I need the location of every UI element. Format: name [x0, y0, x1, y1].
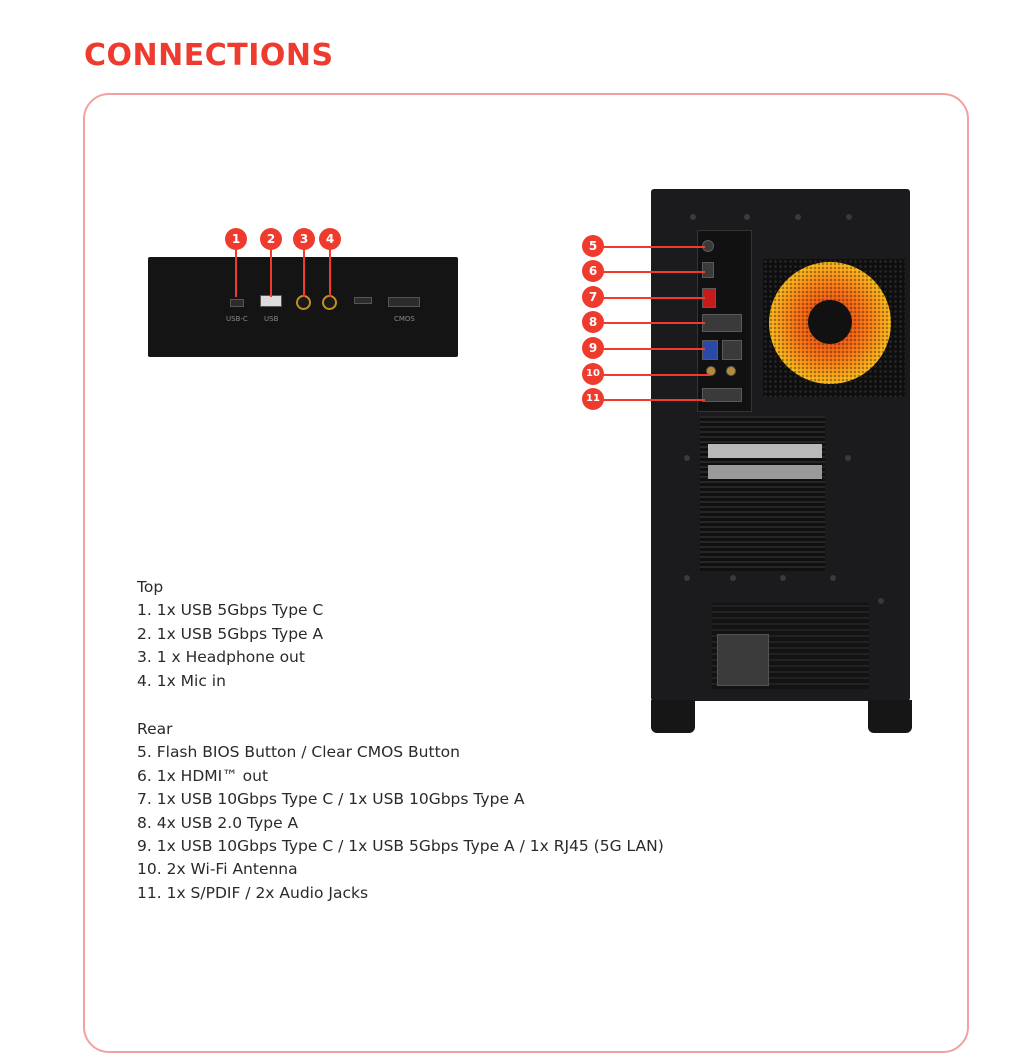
callout-badge-9: 9 [582, 337, 604, 359]
usb-lan-ports [702, 340, 718, 360]
screw [845, 455, 851, 461]
screw [684, 575, 690, 581]
port-label: USB [264, 315, 279, 323]
list-item: 8. 4x USB 2.0 Type A [137, 813, 299, 832]
callout-badge-1: 1 [225, 228, 247, 250]
list-item: 10. 2x Wi-Fi Antenna [137, 860, 298, 879]
callout-badge-11: 11 [582, 388, 604, 410]
callout-leader [595, 348, 705, 350]
page-title: CONNECTIONS [84, 38, 334, 73]
fan-hub [808, 300, 852, 344]
expansion-card [708, 444, 822, 458]
screw [846, 214, 852, 220]
list-item: 11. 1x S/PDIF / 2x Audio Jacks [137, 883, 369, 902]
tower-foot [868, 700, 912, 733]
screw [690, 214, 696, 220]
usb2-ports [702, 314, 742, 332]
wifi-antenna-connectors [706, 366, 716, 376]
callout-leader [595, 271, 705, 273]
wifi-antenna-connectors [726, 366, 736, 376]
port-label: USB-C [226, 315, 248, 323]
screw [830, 575, 836, 581]
callout-badge-10: 10 [582, 363, 604, 385]
screw [780, 575, 786, 581]
callout-badge-2: 2 [260, 228, 282, 250]
screw [795, 214, 801, 220]
list-item: 3. 1 x Headphone out [137, 648, 305, 667]
rj45-port [722, 340, 742, 360]
tower-foot [651, 700, 695, 733]
power-button [354, 297, 372, 304]
callout-leader [235, 249, 237, 297]
callout-badge-4: 4 [319, 228, 341, 250]
callout-badge-6: 6 [582, 260, 604, 282]
screw [878, 598, 884, 604]
callout-leader [595, 374, 710, 376]
top-connections-list: Top 1. 1x USB 5Gbps Type C 2. 1x USB 5Gb… [137, 576, 323, 693]
psu-power-socket [717, 634, 769, 686]
screw [730, 575, 736, 581]
list-item: 4. 1x Mic in [137, 671, 226, 690]
usb-c-port [230, 299, 244, 307]
cmos-button [388, 297, 420, 307]
list-item: 7. 1x USB 10Gbps Type C / 1x USB 10Gbps … [137, 790, 525, 809]
callout-leader [595, 399, 705, 401]
screw [744, 214, 750, 220]
callout-badge-3: 3 [293, 228, 315, 250]
mic-jack [322, 295, 337, 310]
list-item: 1. 1x USB 5Gbps Type C [137, 601, 324, 620]
port-label: CMOS [394, 315, 415, 323]
list-heading-rear: Rear [137, 720, 173, 738]
list-item: 5. Flash BIOS Button / Clear CMOS Button [137, 743, 460, 762]
callout-badge-8: 8 [582, 311, 604, 333]
rear-connections-list: Rear 5. Flash BIOS Button / Clear CMOS B… [137, 718, 664, 905]
expansion-card [708, 465, 822, 479]
callout-leader [270, 249, 272, 297]
callout-leader [595, 322, 705, 324]
list-heading-top: Top [137, 578, 164, 596]
headphone-jack [296, 295, 311, 310]
callout-badge-7: 7 [582, 286, 604, 308]
list-item: 2. 1x USB 5Gbps Type A [137, 624, 324, 643]
callout-badge-5: 5 [582, 235, 604, 257]
callout-leader [303, 249, 305, 297]
audio-jacks [702, 388, 742, 402]
expansion-slots [700, 416, 825, 571]
callout-leader [595, 246, 705, 248]
list-item: 6. 1x HDMI™ out [137, 766, 269, 785]
hdmi-port [702, 262, 714, 278]
list-item: 9. 1x USB 10Gbps Type C / 1x USB 5Gbps T… [137, 837, 664, 856]
callout-leader [595, 297, 705, 299]
callout-leader [329, 249, 331, 297]
screw [684, 455, 690, 461]
